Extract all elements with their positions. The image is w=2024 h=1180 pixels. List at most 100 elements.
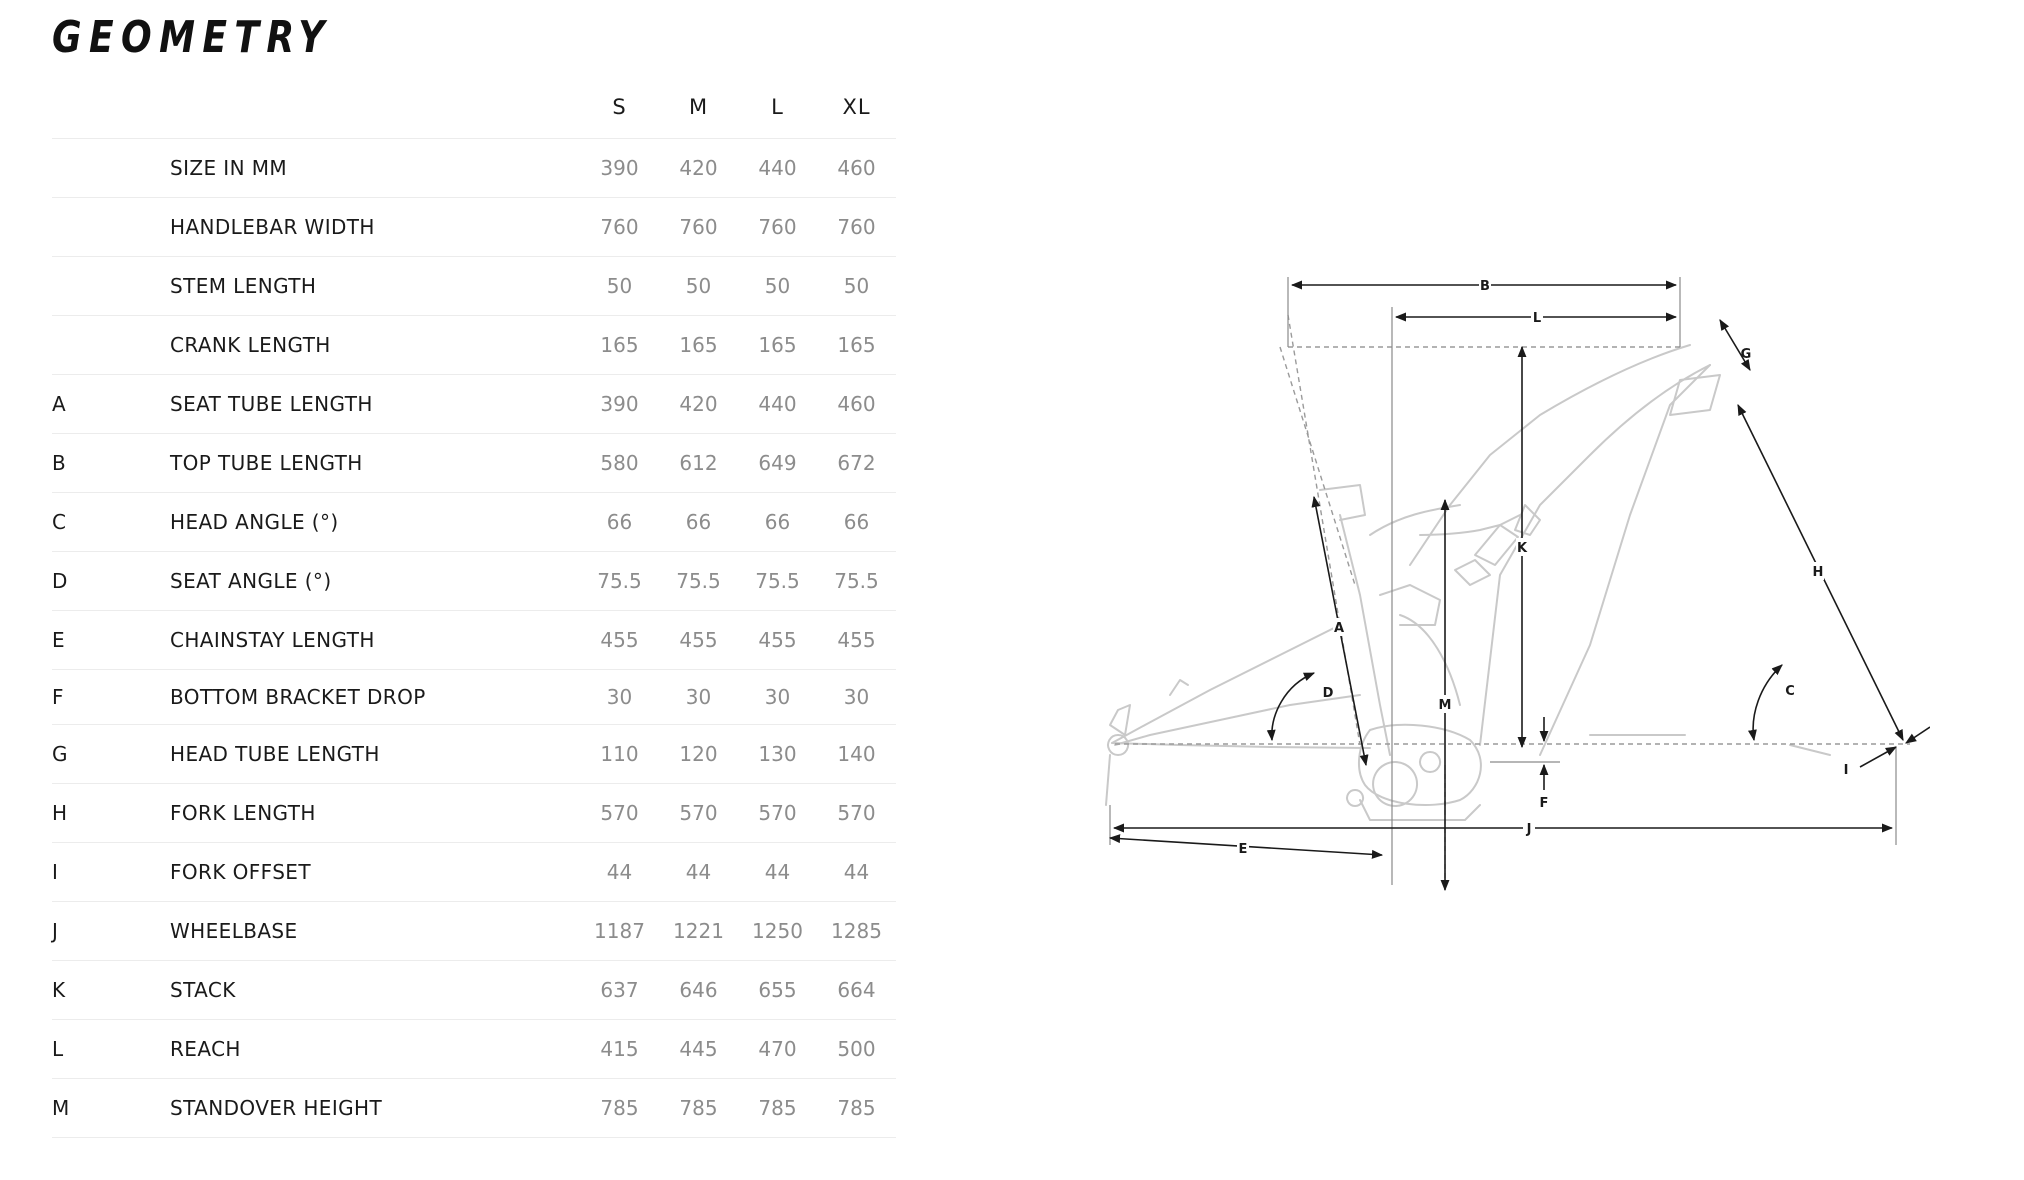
value-m: 445: [679, 1036, 718, 1061]
value-l: 50: [764, 273, 791, 298]
table-row: B TOP TUBE LENGTH 580 612 649 672: [52, 433, 896, 492]
value-m: 30: [685, 684, 712, 709]
value-m: 75.5: [676, 568, 721, 593]
value-m: 570: [679, 800, 718, 825]
value-m: 420: [679, 155, 718, 180]
value-l: 655: [758, 977, 797, 1002]
value-l: 649: [758, 450, 797, 475]
row-letter: K: [52, 977, 66, 1002]
value-s: 44: [606, 859, 633, 884]
table-row: HANDLEBAR WIDTH 760 760 760 760: [52, 197, 896, 256]
row-label: CHAINSTAY LENGTH: [170, 627, 375, 652]
value-xl: 75.5: [834, 568, 879, 593]
size-header-xl: XL: [842, 94, 871, 119]
value-xl: 30: [843, 684, 870, 709]
value-l: 440: [758, 391, 797, 416]
value-l: 1250: [752, 918, 803, 943]
diagram-label-c: C: [1785, 684, 1795, 699]
diagram-label-j: J: [1526, 822, 1532, 837]
row-label: FORK OFFSET: [170, 859, 311, 884]
value-xl: 570: [837, 800, 876, 825]
header-spacer-letter: [52, 76, 170, 138]
dimension-arrows: [1108, 280, 1930, 892]
diagram-label-e: E: [1239, 842, 1248, 857]
value-m: 785: [679, 1095, 718, 1120]
diagram-letters: B L K M A D G H C F I J E: [1237, 276, 1848, 858]
value-xl: 760: [837, 214, 876, 239]
value-xl: 165: [837, 332, 876, 357]
value-s: 75.5: [597, 568, 642, 593]
value-l: 470: [758, 1036, 797, 1061]
value-xl: 50: [843, 273, 870, 298]
value-s: 415: [600, 1036, 639, 1061]
value-s: 580: [600, 450, 639, 475]
diagram-label-i: I: [1844, 763, 1849, 778]
page-title: GEOMETRY: [52, 12, 332, 63]
value-s: 1187: [594, 918, 645, 943]
row-label: BOTTOM BRACKET DROP: [170, 684, 426, 709]
table-row: STEM LENGTH 50 50 50 50: [52, 256, 896, 315]
size-header-m: M: [688, 94, 709, 119]
bike-geometry-diagram: B L K M A D G H C F I J E: [1105, 276, 1930, 892]
table-row: K STACK 637 646 655 664: [52, 960, 896, 1019]
table-row: A SEAT TUBE LENGTH 390 420 440 460: [52, 374, 896, 433]
value-l: 440: [758, 155, 797, 180]
table-row: CRANK LENGTH 165 165 165 165: [52, 315, 896, 374]
table-row: M STANDOVER HEIGHT 785 785 785 785: [52, 1078, 896, 1137]
value-l: 455: [758, 627, 797, 652]
row-letter: D: [52, 568, 68, 593]
diagram-label-k: K: [1517, 541, 1528, 556]
value-m: 612: [679, 450, 718, 475]
value-xl: 140: [837, 741, 876, 766]
row-label: STEM LENGTH: [170, 273, 317, 298]
row-label: HEAD TUBE LENGTH: [170, 741, 380, 766]
value-l: 130: [758, 741, 797, 766]
value-m: 646: [679, 977, 718, 1002]
table-row: D SEAT ANGLE (°) 75.5 75.5 75.5 75.5: [52, 551, 896, 610]
diagram-label-g: G: [1741, 347, 1752, 362]
diagram-label-h: H: [1813, 565, 1824, 580]
row-letter: H: [52, 800, 68, 825]
value-m: 66: [685, 509, 712, 534]
value-m: 50: [685, 273, 712, 298]
value-s: 760: [600, 214, 639, 239]
table-row: E CHAINSTAY LENGTH 455 455 455 455: [52, 610, 896, 669]
value-xl: 785: [837, 1095, 876, 1120]
value-m: 1221: [673, 918, 724, 943]
value-l: 785: [758, 1095, 797, 1120]
value-l: 760: [758, 214, 797, 239]
value-l: 165: [758, 332, 797, 357]
row-letter: [52, 315, 170, 374]
value-m: 760: [679, 214, 718, 239]
value-xl: 460: [837, 391, 876, 416]
value-s: 50: [606, 273, 633, 298]
value-m: 420: [679, 391, 718, 416]
value-s: 455: [600, 627, 639, 652]
value-s: 785: [600, 1095, 639, 1120]
value-xl: 1285: [831, 918, 882, 943]
extension-lines: [1109, 277, 1897, 885]
row-letter: E: [52, 627, 65, 652]
row-letter: A: [52, 391, 66, 416]
size-header-row: S M L XL: [52, 76, 896, 138]
diagram-label-l: L: [1533, 311, 1541, 326]
row-label: TOP TUBE LENGTH: [170, 450, 363, 475]
value-xl: 672: [837, 450, 876, 475]
value-s: 637: [600, 977, 639, 1002]
row-letter: [52, 138, 170, 197]
value-l: 66: [764, 509, 791, 534]
row-letter: I: [52, 859, 58, 884]
table-row: G HEAD TUBE LENGTH 110 120 130 140: [52, 724, 896, 783]
value-m: 165: [679, 332, 718, 357]
table-row: C HEAD ANGLE (°) 66 66 66 66: [52, 492, 896, 551]
value-xl: 44: [843, 859, 870, 884]
row-letter: B: [52, 450, 66, 475]
row-letter: M: [52, 1095, 70, 1120]
table-row: J WHEELBASE 1187 1221 1250 1285: [52, 901, 896, 960]
row-letter: [52, 256, 170, 315]
row-label: SEAT ANGLE (°): [170, 568, 332, 593]
value-xl: 500: [837, 1036, 876, 1061]
diagram-label-b: B: [1480, 279, 1490, 294]
row-label: CRANK LENGTH: [170, 332, 331, 357]
row-label: SIZE IN MM: [170, 155, 288, 180]
